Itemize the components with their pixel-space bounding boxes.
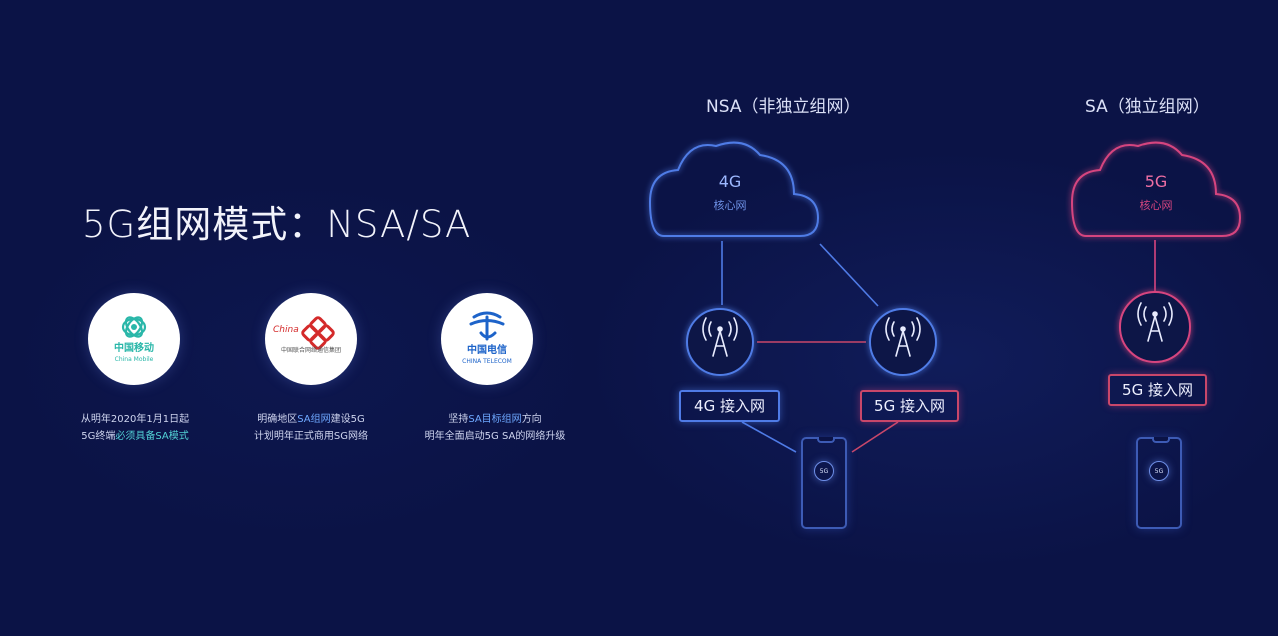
china-mobile-emblem-icon: [121, 316, 147, 338]
china-unicom-caption-line1: 明确地区SA组网建设5G: [216, 411, 406, 428]
caption-highlight: SA目标组网: [468, 414, 522, 425]
china-unicom-caption-line2: 计划明年正式商用SG网络: [253, 431, 369, 442]
china-unicom-sub: 中国联合网络通信集团: [280, 347, 341, 354]
china-unicom-name: China: [273, 325, 299, 335]
page-title: 5G组网模式：NSA/SA: [82, 203, 472, 246]
sa-5g-access-box: 5G 接入网: [1108, 374, 1207, 406]
china-telecom-emblem-icon: [469, 311, 505, 341]
china-mobile-logo: 中国移动 China Mobile: [88, 293, 180, 385]
phone-notch: [817, 437, 835, 443]
china-telecom-caption-line1: 坚持SA目标组网方向: [400, 411, 590, 428]
nsa-4g-tower: [686, 308, 754, 376]
nsa-phone-5g-badge: 5G: [814, 461, 834, 481]
sa-core-name: 5G: [1144, 172, 1168, 191]
nsa-core-label: 4G 核心网: [690, 172, 770, 213]
caption-text: 方向: [521, 414, 542, 425]
sa-5g-tower: [1119, 291, 1191, 363]
china-unicom-logo: China 中国联合网络通信集团: [265, 293, 357, 385]
nsa-core-name: 4G: [718, 172, 742, 191]
caption-highlight: 必须具备SA模式: [115, 431, 189, 442]
nsa-links: [721, 241, 899, 453]
sa-phone-icon: 5G: [1136, 437, 1182, 529]
china-telecom-name: 中国电信: [467, 345, 507, 356]
sa-heading: SA（独立组网）: [1085, 97, 1210, 117]
china-unicom-caption: 明确地区SA组网建设5G 计划明年正式商用SG网络: [216, 411, 406, 445]
link-5g-access-to-phone: [851, 421, 899, 453]
china-mobile-name: 中国移动: [114, 343, 154, 354]
nsa-heading: NSA（非独立组网）: [706, 97, 861, 117]
nsa-5g-tower: [869, 308, 937, 376]
china-mobile-caption-line2: 5G终端必须具备SA模式: [40, 428, 230, 445]
china-mobile-caption-line1: 从明年2020年1月1日起: [80, 414, 190, 425]
china-mobile-caption: 从明年2020年1月1日起 5G终端必须具备SA模式: [40, 411, 230, 445]
caption-text: 明确地区: [257, 414, 298, 425]
link-4g-access-to-phone: [741, 421, 797, 453]
caption-text: 建设5G: [330, 414, 365, 425]
caption-text: 5G终端: [81, 431, 116, 442]
sa-phone-5g-badge: 5G: [1149, 461, 1169, 481]
sa-core-label: 5G 核心网: [1116, 172, 1196, 213]
sa-core-cloud-icon: [1070, 141, 1242, 237]
link-core-to-5g-tower: [819, 243, 879, 307]
china-telecom-logo: 中国电信 CHINA TELECOM: [441, 293, 533, 385]
china-telecom-caption-line2: 明年全面启动5G SA的网络升级: [424, 431, 566, 442]
caption-highlight: SA组网: [297, 414, 331, 425]
china-telecom-caption: 坚持SA目标组网方向 明年全面启动5G SA的网络升级: [400, 411, 590, 445]
phone-notch: [1152, 437, 1170, 443]
china-telecom-sub: CHINA TELECOM: [462, 358, 512, 365]
sa-core-sub: 核心网: [1139, 199, 1173, 212]
nsa-core-cloud-icon: [648, 141, 820, 237]
nsa-core-sub: 核心网: [713, 199, 747, 212]
nsa-5g-access-box: 5G 接入网: [860, 390, 959, 422]
nsa-phone-icon: 5G: [801, 437, 847, 529]
nsa-4g-access-box: 4G 接入网: [679, 390, 780, 422]
caption-text: 坚持: [448, 414, 469, 425]
china-unicom-knot-icon: [301, 316, 335, 350]
china-mobile-sub: China Mobile: [114, 356, 154, 363]
tower-icon: [702, 302, 1173, 357]
